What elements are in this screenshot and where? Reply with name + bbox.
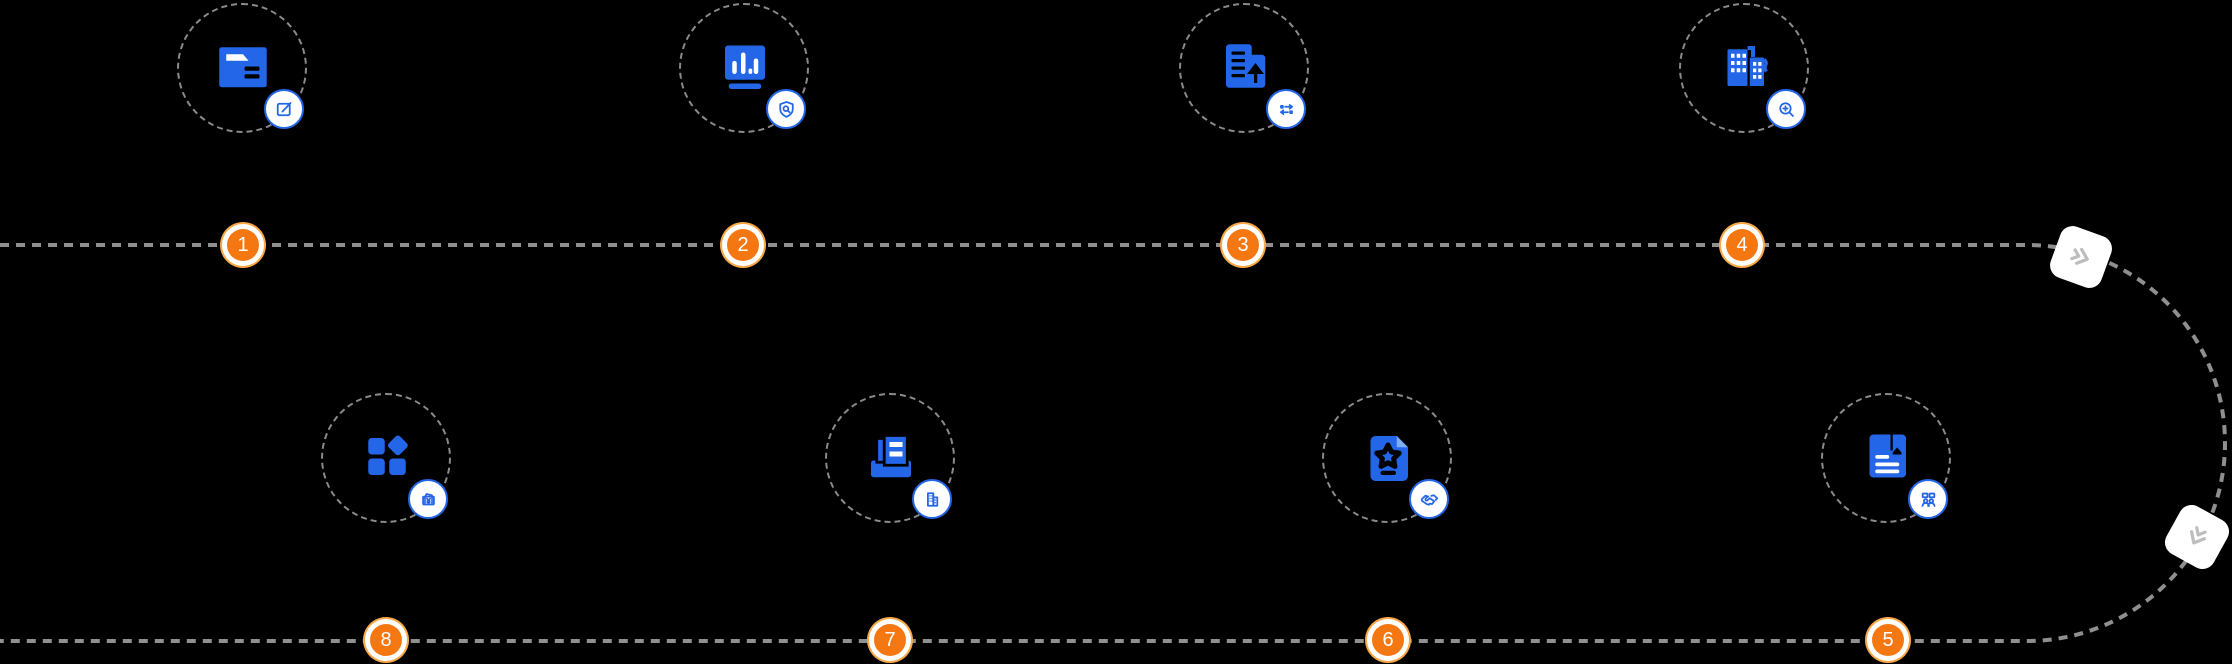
double-chevron-forward-icon: [2070, 247, 2089, 265]
step-8-badge: [408, 479, 448, 519]
step-5-circle: [1821, 393, 1951, 523]
app-grid-icon: [368, 435, 408, 475]
folder-edit-icon: [219, 47, 267, 88]
archive-documents-icon: [871, 434, 911, 478]
turn-tile-return: [2160, 500, 2232, 574]
step-7-circle: [825, 393, 955, 523]
notebook-icon: [1869, 434, 1906, 478]
step-number: 8: [370, 624, 402, 656]
certificate-star-icon: [1370, 436, 1408, 481]
step-4-circle: [1679, 3, 1809, 133]
handshake-icon: [1420, 493, 1438, 506]
step-marker-3: 3: [1220, 222, 1266, 268]
step-marker-6: 6: [1365, 617, 1411, 663]
step-8-circle: [321, 393, 451, 523]
step-number: 4: [1726, 229, 1758, 261]
buildings-icon: [1727, 46, 1768, 86]
step-marker-2: 2: [720, 222, 766, 268]
step-number: 3: [1227, 229, 1259, 261]
step-marker-7: 7: [867, 617, 913, 663]
step-5-badge: [1908, 479, 1948, 519]
step-6-circle: [1322, 393, 1452, 523]
double-chevron-return-icon: [2189, 526, 2207, 545]
turn-tile-forward: [2046, 222, 2116, 292]
step-3-badge: [1266, 89, 1306, 129]
step-marker-8: 8: [363, 617, 409, 663]
building-icon: [926, 491, 938, 507]
step-number: 5: [1872, 624, 1904, 656]
payment-voucher-icon: [421, 492, 435, 505]
step-6-badge: [1409, 479, 1449, 519]
step-1-circle: [177, 3, 307, 133]
exchange-arrows-icon: [1279, 103, 1293, 115]
step-marker-1: 1: [220, 222, 266, 268]
group-discussion-icon: [1921, 492, 1935, 507]
step-1-badge: [264, 89, 304, 129]
step-3-circle: [1179, 3, 1309, 133]
edit-square-icon: [276, 101, 291, 116]
step-marker-4: 4: [1719, 222, 1765, 268]
step-number: 1: [227, 229, 259, 261]
zoom-in-icon: [1778, 101, 1794, 117]
shield-search-icon: [778, 100, 794, 118]
step-7-badge: [912, 479, 952, 519]
step-number: 6: [1372, 624, 1404, 656]
step-2-circle: [679, 3, 809, 133]
step-marker-5: 5: [1865, 617, 1911, 663]
step-number: 7: [874, 624, 906, 656]
step-number: 2: [727, 229, 759, 261]
step-4-badge: [1766, 89, 1806, 129]
document-upload-icon: [1226, 44, 1266, 88]
step-2-badge: [766, 89, 806, 129]
bar-chart-board-icon: [725, 45, 765, 89]
